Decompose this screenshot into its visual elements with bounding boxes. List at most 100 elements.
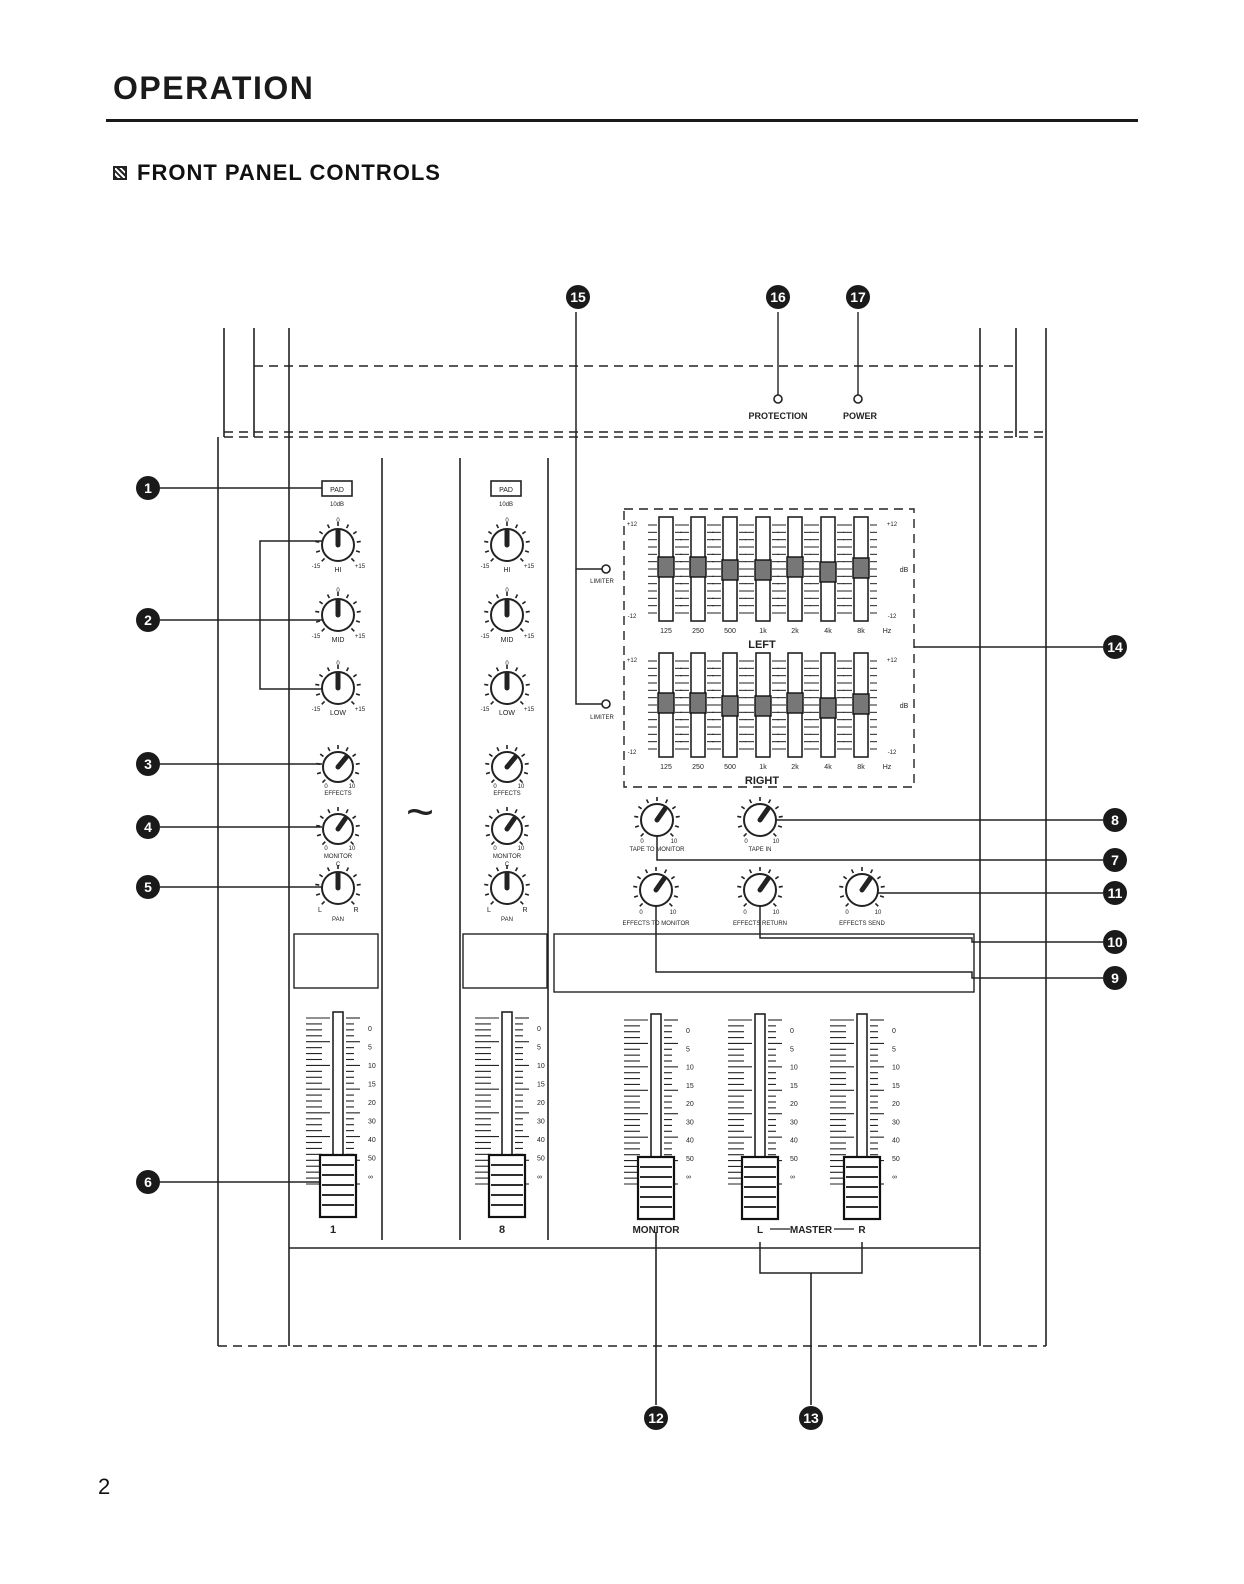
- knob-pointer: [757, 876, 771, 893]
- eq-slider-right-500: 500: [712, 652, 746, 771]
- tape-to-monitor-knob: [634, 797, 680, 837]
- callout-disc: [566, 285, 590, 309]
- callout-number: 13: [803, 1410, 819, 1426]
- monitor-fader-label: MONITOR: [632, 1225, 680, 1236]
- knob-max-label: 10: [349, 784, 356, 790]
- knob-tick: [490, 841, 495, 846]
- knob-tick: [354, 833, 360, 837]
- eq-hz-label: Hz: [883, 628, 892, 635]
- fader-scale-label: 10: [686, 1065, 694, 1072]
- effects-return-knob: [737, 867, 783, 907]
- callout-disc: [136, 608, 160, 632]
- knob-tick: [484, 550, 490, 553]
- eq-hz-label: Hz: [883, 764, 892, 771]
- tape-in-knob: [737, 797, 783, 837]
- knob-tick: [671, 805, 677, 810]
- knob-tick: [772, 902, 777, 907]
- knob-tick: [880, 885, 885, 888]
- knob-tick: [326, 667, 331, 672]
- callout-8: 8: [1103, 808, 1127, 832]
- callout-disc: [136, 476, 160, 500]
- eq-band-label: 500: [724, 628, 736, 635]
- fader-scale-label: 40: [686, 1138, 694, 1145]
- knob-center-label: 0: [505, 518, 509, 524]
- callout-4: 4: [136, 815, 160, 839]
- knob-center-label: 0: [505, 661, 509, 667]
- knob-tick: [352, 600, 358, 605]
- section-title: FRONT PANEL CONTROLS: [113, 160, 441, 186]
- eq-slider-right-8k: 8k: [843, 652, 877, 771]
- callout-10: 10: [1103, 930, 1127, 954]
- channel-number: 1: [330, 1224, 336, 1236]
- eq-slider-knob: [689, 692, 707, 714]
- effects-to-monitor-label: EFFECTS TO MONITOR: [622, 921, 690, 927]
- knob-tick: [484, 693, 490, 696]
- eq-band-label: 1k: [759, 628, 767, 635]
- knob-tick: [524, 824, 529, 827]
- knob-tick: [350, 779, 355, 784]
- leader-line: [259, 540, 322, 690]
- knob-min-label: 0: [639, 910, 643, 916]
- eq-scale-bottom: -12: [628, 750, 637, 756]
- knob-tick: [675, 815, 680, 818]
- eq-scale-bottom: -12: [888, 614, 897, 620]
- knob-tick: [879, 895, 885, 898]
- fader-scale-label: 50: [537, 1156, 545, 1163]
- knob-tick: [669, 832, 674, 837]
- pad-sub-label: 10dB: [499, 502, 513, 508]
- eq-slider-knob: [689, 556, 707, 578]
- knob-tick: [778, 885, 783, 888]
- knob-tick: [315, 620, 321, 623]
- eq-knob-label: LOW: [499, 710, 515, 717]
- knob-tick: [874, 902, 879, 907]
- knob-max-label: 10: [875, 910, 882, 916]
- knob-tick: [778, 815, 783, 818]
- eq-band-label: 8k: [857, 764, 865, 771]
- fader-scale-label: 5: [368, 1045, 372, 1052]
- eq-slider-right-1k: 1k: [745, 652, 779, 771]
- master-label: MASTER: [790, 1225, 833, 1236]
- knob-tick: [637, 805, 643, 810]
- pan-right-label: R: [522, 907, 527, 914]
- leader-line: [575, 312, 602, 570]
- knob-tick: [321, 627, 326, 632]
- knob-tick: [487, 673, 493, 678]
- fader-scale-label: 40: [892, 1138, 900, 1145]
- eq-knob-label: LOW: [330, 710, 346, 717]
- knob-tick: [674, 885, 679, 888]
- fader-scale-label: 5: [790, 1046, 794, 1053]
- knob-tick: [777, 825, 783, 828]
- knob-tick: [350, 841, 355, 846]
- eq-scale-top: +12: [627, 522, 638, 528]
- callout-17: 17: [846, 285, 870, 309]
- eq-knob-label: HI: [504, 567, 511, 574]
- knob-tick: [496, 747, 500, 752]
- knob-tick: [318, 530, 324, 535]
- knob-tick: [316, 824, 321, 827]
- eq-slider-knob: [721, 695, 739, 717]
- callout-disc: [136, 875, 160, 899]
- knob-tick: [352, 753, 357, 758]
- effects-knob: [485, 745, 529, 784]
- eq-band-label: 1k: [759, 764, 767, 771]
- knob-tick: [315, 883, 320, 886]
- limiter-label: LIMITER: [590, 715, 614, 721]
- knob-tick: [525, 683, 530, 686]
- knob-tick: [315, 893, 321, 896]
- knob-min-label: 0: [493, 846, 497, 852]
- knob-tick: [485, 833, 491, 837]
- fader-scale-label: 50: [892, 1156, 900, 1163]
- knob-max-label: 10: [518, 784, 525, 790]
- eq-slider-knob: [657, 556, 675, 578]
- knob-tick: [774, 875, 780, 880]
- knob-tick: [737, 895, 743, 898]
- fader-scale-label: 40: [537, 1137, 545, 1144]
- pad-label: PAD: [330, 487, 344, 494]
- knob-tick: [514, 809, 518, 814]
- knob-tick: [740, 805, 746, 810]
- fader-scale-label: 15: [892, 1083, 900, 1090]
- eq-scale-top: +12: [627, 658, 638, 664]
- leader-line: [759, 906, 1103, 943]
